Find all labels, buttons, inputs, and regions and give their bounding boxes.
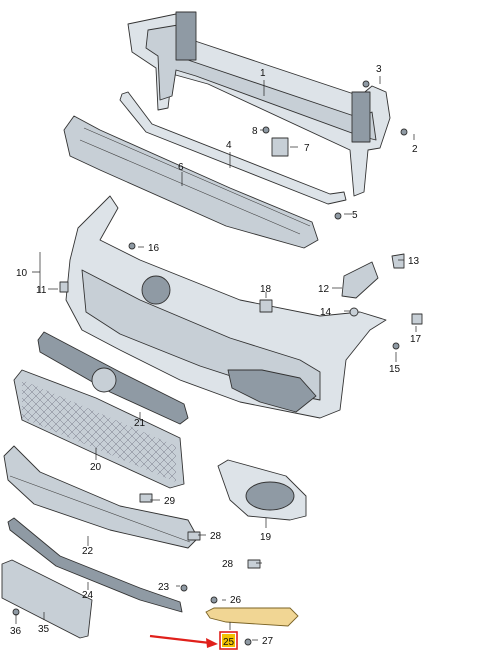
part-21-upper-grille[interactable] bbox=[37, 331, 189, 425]
fasteners bbox=[12, 80, 423, 646]
callout-3[interactable]: 3 bbox=[376, 64, 382, 75]
callout-21[interactable]: 21 bbox=[134, 418, 146, 429]
part-1-impact-beam[interactable] bbox=[127, 11, 391, 197]
callout-28-lower[interactable]: 28 bbox=[222, 559, 234, 570]
callout-20[interactable]: 20 bbox=[90, 462, 102, 473]
callout-23[interactable]: 23 bbox=[158, 582, 170, 593]
callout-8[interactable]: 8 bbox=[252, 126, 258, 137]
part-35-licence-plate-holder[interactable] bbox=[1, 559, 93, 639]
part-4-support-strip[interactable] bbox=[119, 91, 347, 205]
highlight-pointer-arrow bbox=[149, 634, 218, 648]
callout-18[interactable]: 18 bbox=[260, 284, 272, 295]
callout-27[interactable]: 27 bbox=[262, 636, 274, 647]
callout-5[interactable]: 5 bbox=[352, 210, 358, 221]
callout-12[interactable]: 12 bbox=[318, 284, 330, 295]
callout-24[interactable]: 24 bbox=[82, 590, 94, 601]
callouts: 1 2 3 4 5 6 7 8 10 11 12 13 14 15 16 17 … bbox=[10, 64, 422, 648]
callout-4[interactable]: 4 bbox=[226, 140, 232, 151]
highlight-box-fill bbox=[222, 634, 235, 647]
callout-16[interactable]: 16 bbox=[148, 243, 160, 254]
callout-6[interactable]: 6 bbox=[178, 162, 184, 173]
part-19-fog-light-trim[interactable] bbox=[217, 459, 307, 521]
callout-29[interactable]: 29 bbox=[164, 496, 176, 507]
callout-14[interactable]: 14 bbox=[320, 307, 332, 318]
callout-10[interactable]: 10 bbox=[16, 268, 28, 279]
leader-lines bbox=[15, 76, 417, 641]
callout-17[interactable]: 17 bbox=[410, 334, 422, 345]
callout-28-upper[interactable]: 28 bbox=[210, 531, 222, 542]
callout-1[interactable]: 1 bbox=[260, 68, 266, 79]
part-10-bumper-cover[interactable] bbox=[65, 195, 387, 419]
callout-13[interactable]: 13 bbox=[408, 256, 420, 267]
callout-15[interactable]: 15 bbox=[389, 364, 401, 375]
highlight-box[interactable] bbox=[219, 631, 238, 650]
callout-2[interactable]: 2 bbox=[412, 144, 418, 155]
callout-7[interactable]: 7 bbox=[304, 143, 310, 154]
part-20-lower-grille[interactable] bbox=[13, 369, 185, 489]
part-6-energy-absorber[interactable] bbox=[63, 115, 319, 249]
part-24-lip-trim[interactable] bbox=[7, 517, 183, 613]
callout-35[interactable]: 35 bbox=[38, 624, 50, 635]
callout-19[interactable]: 19 bbox=[260, 532, 272, 543]
callout-36[interactable]: 36 bbox=[10, 626, 22, 637]
part-25-trim-strip[interactable] bbox=[205, 607, 299, 627]
callout-11[interactable]: 11 bbox=[36, 285, 47, 296]
callout-26[interactable]: 26 bbox=[230, 595, 242, 606]
callout-25[interactable]: 25 bbox=[223, 637, 235, 648]
callout-22[interactable]: 22 bbox=[82, 546, 94, 557]
